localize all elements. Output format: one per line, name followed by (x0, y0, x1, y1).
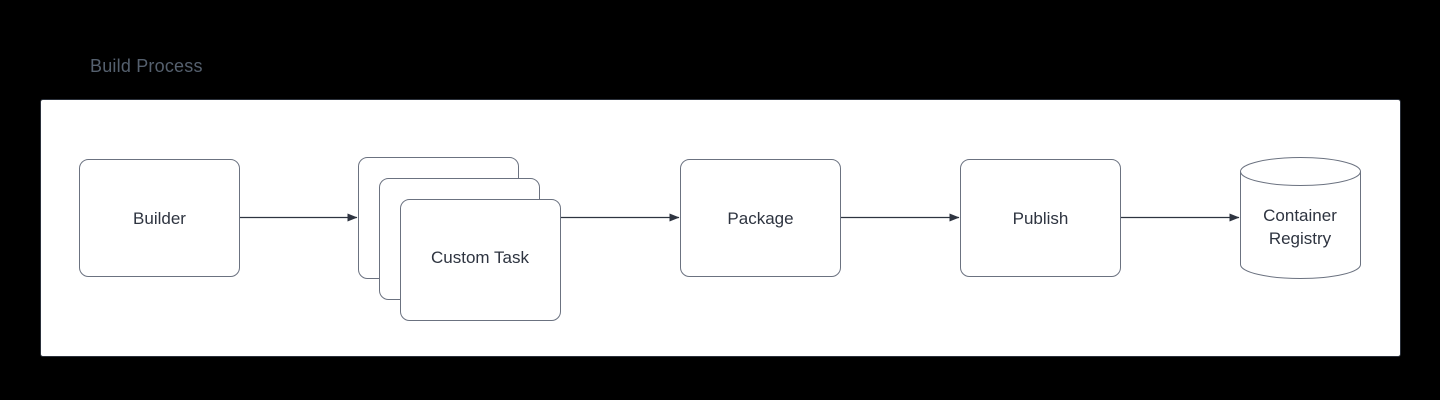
node-container-registry-shape[interactable] (1240, 157, 1361, 279)
node-builder-shape[interactable] (79, 159, 240, 277)
node-package-shape[interactable] (680, 159, 841, 277)
node-custom-task-shape-front[interactable] (400, 199, 561, 321)
diagram-title: Build Process (90, 56, 203, 76)
node-publish-shape[interactable] (960, 159, 1121, 277)
